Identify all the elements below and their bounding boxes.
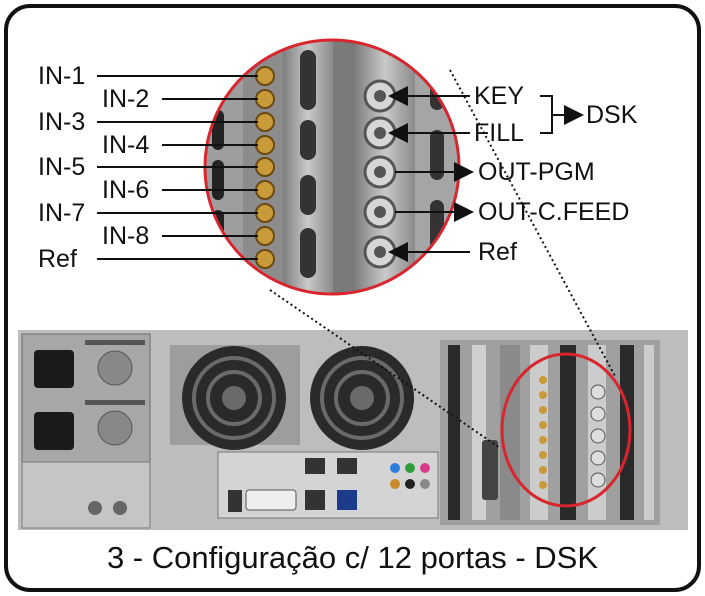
label-fill: FILL [474,119,525,147]
label-ref-in: Ref [38,245,77,273]
zoom-view [205,40,459,294]
label-out-cfeed: OUT-C.FEED [478,198,630,226]
label-in-7: IN-7 [38,199,86,227]
label-in-4: IN-4 [102,131,150,159]
label-in-6: IN-6 [102,176,150,204]
label-in-8: IN-8 [102,222,150,250]
label-dsk: DSK [586,101,638,129]
caption: 3 - Configuração c/ 12 portas - DSK [106,540,599,575]
projection-line-left [269,289,501,449]
label-out-pgm: OUT-PGM [478,158,595,186]
label-in-1: IN-1 [38,62,86,90]
right-leaders [388,86,584,262]
highlight-circle [500,352,632,508]
rear-panel [18,330,688,530]
label-in-5: IN-5 [38,153,86,181]
left-leaders [97,75,258,260]
label-in-2: IN-2 [102,85,150,113]
label-ref-out: Ref [478,238,517,266]
gold-connectors [255,66,275,269]
label-key: KEY [474,82,525,110]
label-in-3: IN-3 [38,108,86,136]
